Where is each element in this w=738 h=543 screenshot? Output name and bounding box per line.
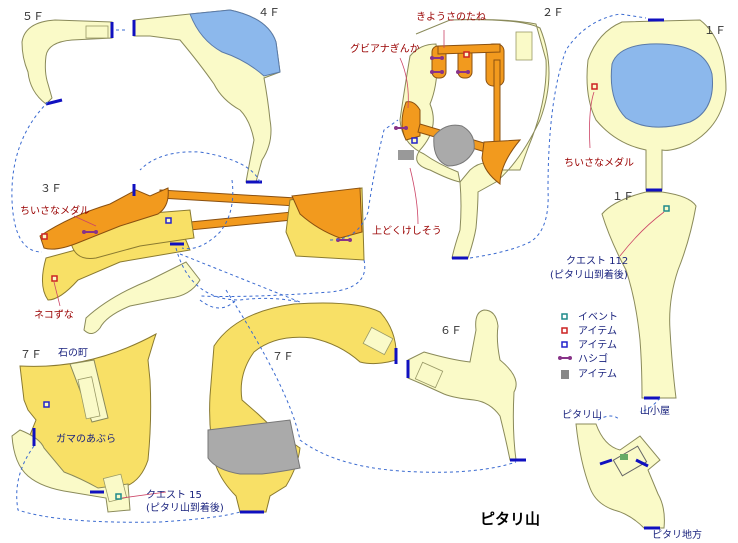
- route-lines: [11, 13, 661, 523]
- floor-7f-left: ７Ｆ: [11, 332, 157, 513]
- floor-6f: ６Ｆ: [406, 309, 526, 462]
- ladder-icon: [336, 238, 352, 242]
- label-gubianagin: グビアナぎんか: [350, 42, 420, 55]
- legend: イベント アイテム アイテム ハシゴ アイテム: [558, 311, 618, 380]
- item-red-medal-f3: [41, 233, 48, 240]
- label-floor-7f-mid: ７Ｆ: [272, 350, 294, 363]
- label-ishinomachi: 石の町: [58, 348, 88, 359]
- legend-item-blue: アイテム: [561, 339, 617, 351]
- item-red-nekozuna: [51, 275, 58, 282]
- floor-2f: ２Ｆ: [394, 6, 564, 260]
- label-floor-3f: ３Ｆ: [40, 182, 62, 195]
- legend-ladder: ハシゴ: [558, 352, 608, 365]
- map-labels: きようさのたね グビアナぎんか 上どくけしそう ちいさなメダル ネコずな ちいさ…: [20, 11, 702, 541]
- label-yamagoya: 山小屋: [640, 405, 670, 417]
- label-floor-2f: ２Ｆ: [542, 6, 564, 19]
- ladder-icon: [430, 56, 444, 60]
- label-quest15-note: (ピタリ山到着後): [146, 501, 224, 514]
- label-floor-6f: ６Ｆ: [440, 324, 462, 337]
- label-pitari-chihou: ピタリ地方: [652, 528, 702, 541]
- floor-4f: ４Ｆ: [132, 6, 281, 184]
- item-blue-f2: [411, 137, 418, 144]
- overworld-pitari: [575, 423, 665, 530]
- svg-text:アイテム: アイテム: [578, 339, 617, 351]
- ladder-icon: [430, 70, 444, 74]
- floor-3f: ３Ｆ: [39, 182, 365, 334]
- hut-icon: [620, 454, 628, 460]
- label-nekozuna: ネコずな: [34, 309, 74, 321]
- label-floor-7f-left: ７Ｆ: [20, 348, 42, 361]
- label-medal-f3: ちいさなメダル: [20, 204, 90, 217]
- label-kiyousa: きようさのたね: [416, 11, 486, 23]
- svg-text:イベント: イベント: [578, 311, 618, 323]
- label-quest112: クエスト 112: [566, 255, 628, 267]
- map-title: ピタリ山: [480, 510, 540, 528]
- legend-event: イベント: [561, 311, 618, 323]
- floor-1f-mid: １Ｆ: [601, 190, 697, 400]
- event-quest15: [115, 493, 122, 500]
- label-floor-1f-top: １Ｆ: [704, 24, 726, 37]
- label-quest112-note: (ピタリ山到着後): [550, 268, 628, 281]
- item-blue-f3: [165, 217, 172, 224]
- ladder-icon: [456, 70, 470, 74]
- label-joudoku: 上どくけしそう: [372, 225, 442, 237]
- svg-text:アイテム: アイテム: [578, 325, 617, 337]
- ladder-icon: [82, 230, 98, 234]
- svg-text:ハシゴ: ハシゴ: [578, 352, 608, 365]
- item-blue-gama: [43, 401, 50, 408]
- floor-1f-top: １Ｆ: [586, 18, 727, 192]
- ladder-icon: [394, 126, 408, 130]
- gray-item-icon: [398, 150, 414, 160]
- floor-7f-mid: ７Ｆ: [207, 302, 398, 514]
- legend-item-red: アイテム: [561, 325, 617, 337]
- label-medal-f1: ちいさなメダル: [564, 156, 634, 169]
- label-floor-1f-mid: １Ｆ: [612, 190, 634, 203]
- event-quest112: [663, 205, 670, 212]
- leader-lines: [53, 30, 665, 499]
- label-pitari-yama: ピタリ山: [562, 409, 602, 421]
- floor-5f: ５Ｆ: [21, 10, 114, 106]
- label-floor-4f: ４Ｆ: [258, 6, 280, 19]
- item-red-medal-f1: [591, 83, 598, 90]
- item-red-kiyousa: [463, 51, 470, 58]
- svg-text:アイテム: アイテム: [578, 368, 617, 380]
- label-gama: ガマのあぶら: [56, 433, 116, 445]
- label-quest15: クエスト 15: [146, 489, 202, 501]
- legend-item-gray: アイテム: [561, 368, 617, 380]
- label-floor-5f: ５Ｆ: [22, 10, 44, 23]
